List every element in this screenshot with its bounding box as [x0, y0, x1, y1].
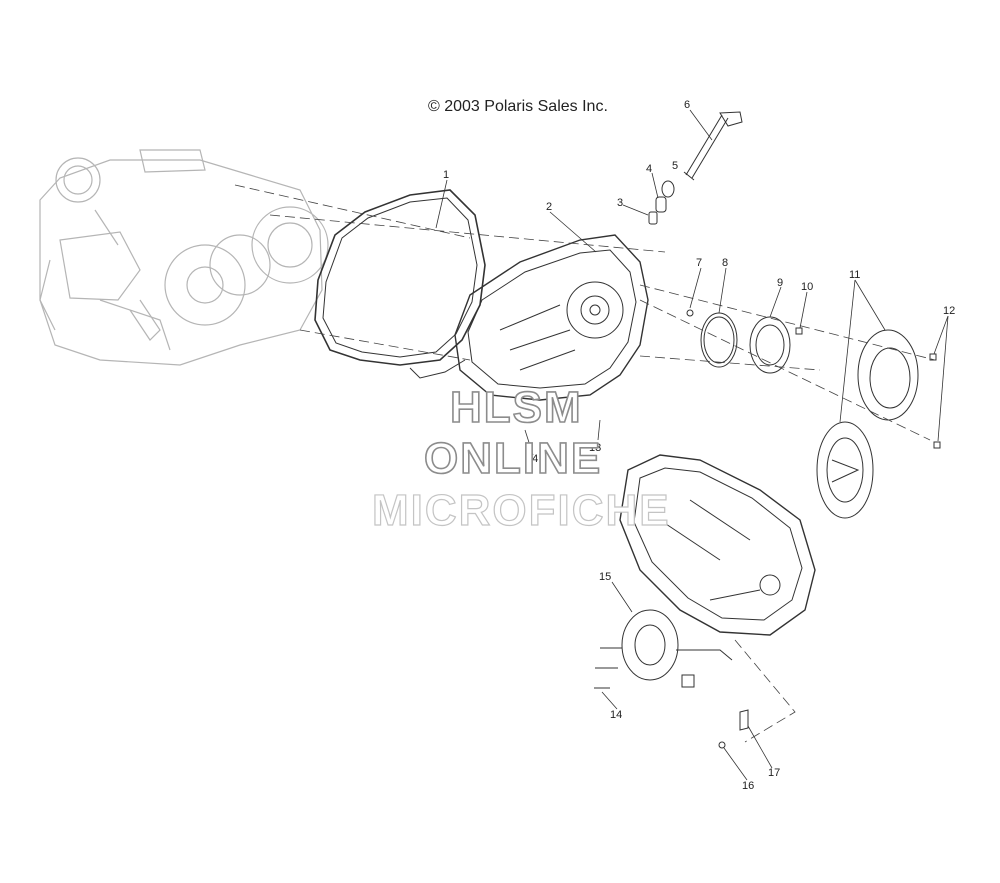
callout-12: 12: [943, 305, 955, 317]
screw-16: [718, 741, 726, 749]
callout-14-lower: 14: [610, 709, 622, 721]
callout-15: 15: [599, 571, 611, 583]
callout-2: 2: [546, 201, 552, 213]
inner-clutch-cover: [619, 454, 816, 636]
callout-8: 8: [722, 257, 728, 269]
inspection-plate: [816, 329, 919, 519]
callout-11: 11: [849, 269, 860, 281]
callout-17: 17: [768, 767, 780, 779]
callout-10: 10: [801, 281, 813, 293]
screw-12: [929, 353, 937, 361]
seal-4: [655, 196, 667, 213]
engine-block: [39, 149, 329, 366]
callout-4: 4: [646, 163, 652, 175]
clip-17: [739, 709, 749, 731]
o-ring-8: [700, 312, 738, 368]
shift-shaft: [683, 111, 743, 181]
bolt-10: [795, 327, 803, 335]
callout-5: 5: [672, 160, 678, 172]
copyright-notice: © 2003 Polaris Sales Inc.: [428, 98, 608, 115]
callout-16: 16: [742, 780, 754, 792]
callout-9: 9: [777, 277, 783, 289]
callout-3: 3: [617, 197, 623, 209]
callout-1: 1: [443, 169, 449, 181]
o-ring-7: [686, 309, 694, 317]
watermark-line-1: HLSM: [449, 382, 583, 433]
outer-clutch-cover: [454, 234, 649, 401]
cover-gasket: [314, 189, 486, 366]
bushing-3: [648, 211, 658, 225]
washer-5: [661, 180, 675, 198]
watermark-line-2: ONLINE: [423, 433, 603, 484]
watermark-line-3: MICROFICHE: [371, 485, 671, 535]
callout-6: 6: [684, 99, 690, 111]
callout-13: 13: [589, 442, 601, 454]
callout-7: 7: [696, 257, 702, 269]
callout-14-upper: 14: [526, 453, 538, 465]
stator: [594, 609, 733, 689]
